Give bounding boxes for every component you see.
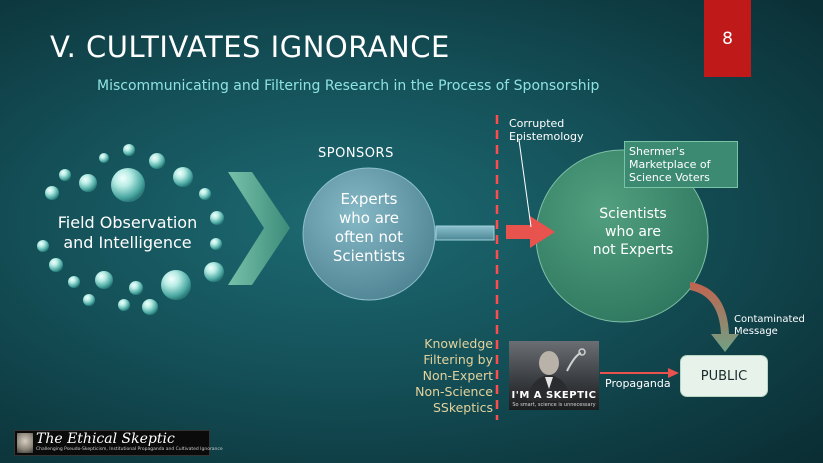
- page-number: 8: [722, 28, 733, 49]
- bubble: [142, 299, 158, 315]
- bubble: [99, 153, 109, 163]
- scientists-circle-label: Scientists who are not Experts: [592, 206, 674, 258]
- bubble: [199, 188, 211, 200]
- red-arrow: [506, 216, 555, 248]
- propaganda-label: Propaganda: [605, 377, 671, 390]
- bubble: [68, 276, 80, 288]
- bubble: [161, 270, 191, 300]
- public-label: PUBLIC: [700, 368, 748, 384]
- corrupted-pointer: [518, 139, 532, 228]
- bubble: [173, 167, 193, 187]
- experts-circle-label: Experts who are often not Scientists: [332, 190, 406, 265]
- sponsors-label: SPONSORS: [318, 146, 394, 161]
- bubble: [79, 174, 97, 192]
- connector-bar: [435, 225, 495, 241]
- public-box: PUBLIC: [680, 355, 768, 397]
- page-number-badge: 8: [704, 0, 751, 77]
- logo-subtitle: Challenging Pseudo-Skepticism, Instituti…: [36, 447, 223, 452]
- bubble: [111, 168, 145, 202]
- propaganda-arrow-head: [668, 368, 679, 378]
- bubble: [37, 240, 49, 252]
- skeptic-meme-image: I'M A SKEPTIC So smart, science is unnec…: [509, 341, 599, 410]
- knowledge-filtering-label: Knowledge Filtering by Non-Expert Non-Sc…: [415, 336, 493, 415]
- bubble: [83, 294, 95, 306]
- slide-subtitle: Miscommunicating and Filtering Research …: [97, 78, 600, 94]
- bubble-ring: [37, 144, 224, 315]
- bubble: [123, 144, 135, 156]
- bubble: [204, 262, 224, 282]
- contaminated-message-label: Contaminated Message: [734, 314, 805, 337]
- bubble: [118, 299, 130, 311]
- bubble: [95, 271, 113, 289]
- skeptic-caption: I'M A SKEPTIC: [511, 390, 597, 401]
- skeptic-figure-icon: [527, 348, 586, 401]
- skeptic-subcaption: So smart, science is unnecessary: [512, 402, 596, 408]
- corrupted-epistemology-label: Corrupted Epistemology: [509, 117, 584, 143]
- experts-circle: [302, 167, 436, 301]
- slide-title: V. CULTIVATES IGNORANCE: [50, 30, 450, 64]
- bubble: [129, 281, 143, 295]
- contaminated-arrow: [690, 282, 739, 352]
- bubble: [210, 211, 224, 225]
- marketplace-label-box: Shermer's Marketplace of Science Voters: [624, 141, 738, 188]
- bubble: [210, 238, 222, 250]
- bubble: [59, 169, 71, 181]
- bubble: [49, 258, 63, 272]
- logo-title: The Ethical Skeptic: [36, 431, 175, 447]
- field-observation-label: Field Observation and Intelligence: [57, 213, 198, 252]
- bubble: [45, 186, 59, 200]
- ethical-skeptic-logo: The Ethical Skeptic Challenging Pseudo-S…: [14, 430, 223, 456]
- chevron-arrow: [228, 172, 290, 285]
- logo-portrait-icon: [17, 433, 33, 453]
- bubble: [149, 153, 165, 169]
